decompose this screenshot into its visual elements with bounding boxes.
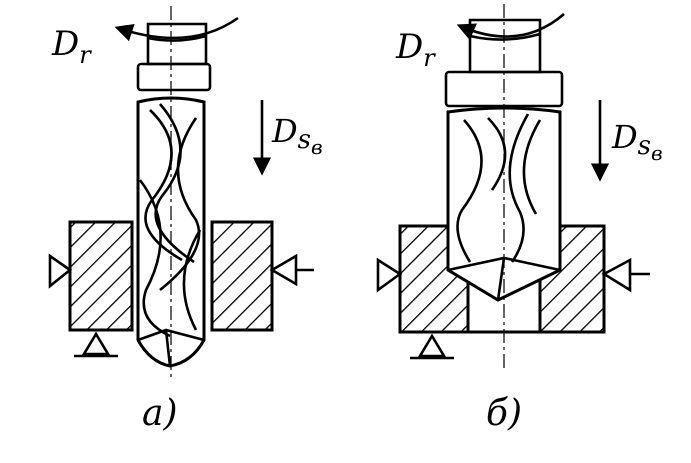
rotation-arrow [114, 16, 239, 42]
caption-a: а) [142, 393, 178, 434]
drill-flutes [138, 103, 202, 338]
workpiece-right [210, 220, 274, 332]
support-bottom [74, 331, 118, 358]
feed-label: Dsв [271, 112, 323, 159]
panel-b: Dr Dsв б) [376, 4, 663, 434]
rotation-arrow [456, 13, 565, 41]
support-left [376, 257, 403, 293]
shank-top [468, 18, 542, 74]
support-right [601, 257, 650, 293]
panel-a: Dr Dsв а) [48, 6, 323, 434]
cutting-edges [137, 328, 205, 367]
support-bottom [410, 333, 454, 360]
caption-b: б) [486, 393, 522, 434]
rotation-label: Dr [51, 24, 92, 69]
drill-flutes [456, 113, 542, 263]
workpiece-left [68, 220, 134, 332]
shank-top [146, 22, 208, 66]
support-right [269, 253, 314, 287]
support-left [48, 253, 73, 289]
collar [136, 62, 212, 92]
feed-label: Dsв [611, 118, 663, 165]
rotation-label: Dr [395, 27, 436, 72]
